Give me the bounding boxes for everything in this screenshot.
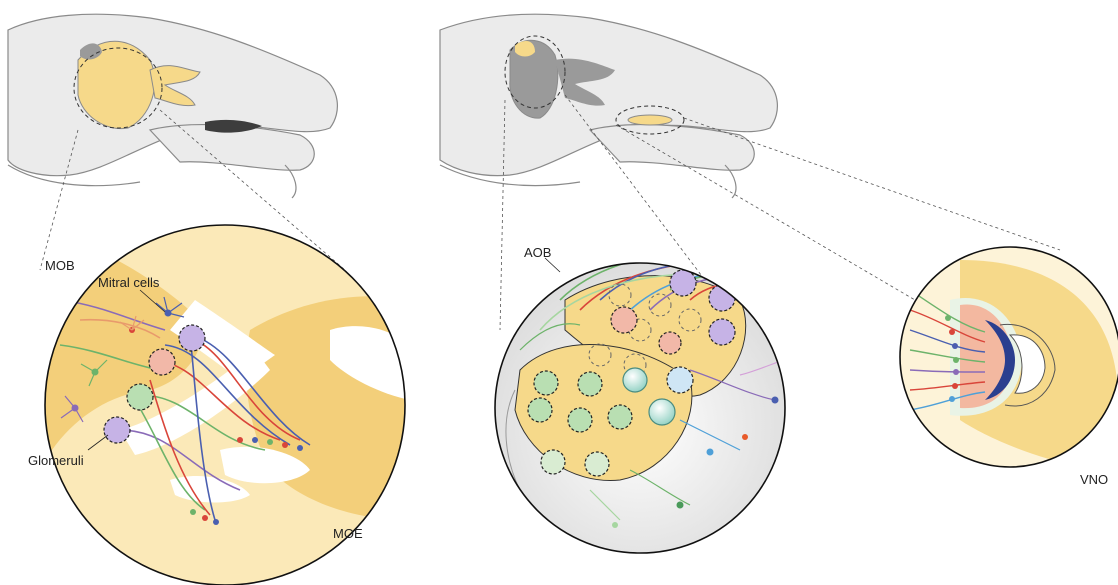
label-mitral-cells: Mitral cells [98, 275, 160, 290]
left-skull-sketch [8, 14, 337, 198]
label-glomeruli: Glomeruli [28, 453, 84, 468]
label-mob: MOB [45, 258, 75, 273]
aob-zoom-circle [490, 251, 965, 560]
right-skull-sketch [440, 14, 777, 198]
label-aob: AOB [524, 245, 551, 260]
aob-leader [545, 258, 560, 272]
label-moe: MOE [333, 526, 363, 541]
label-vno: VNO [1080, 472, 1108, 487]
